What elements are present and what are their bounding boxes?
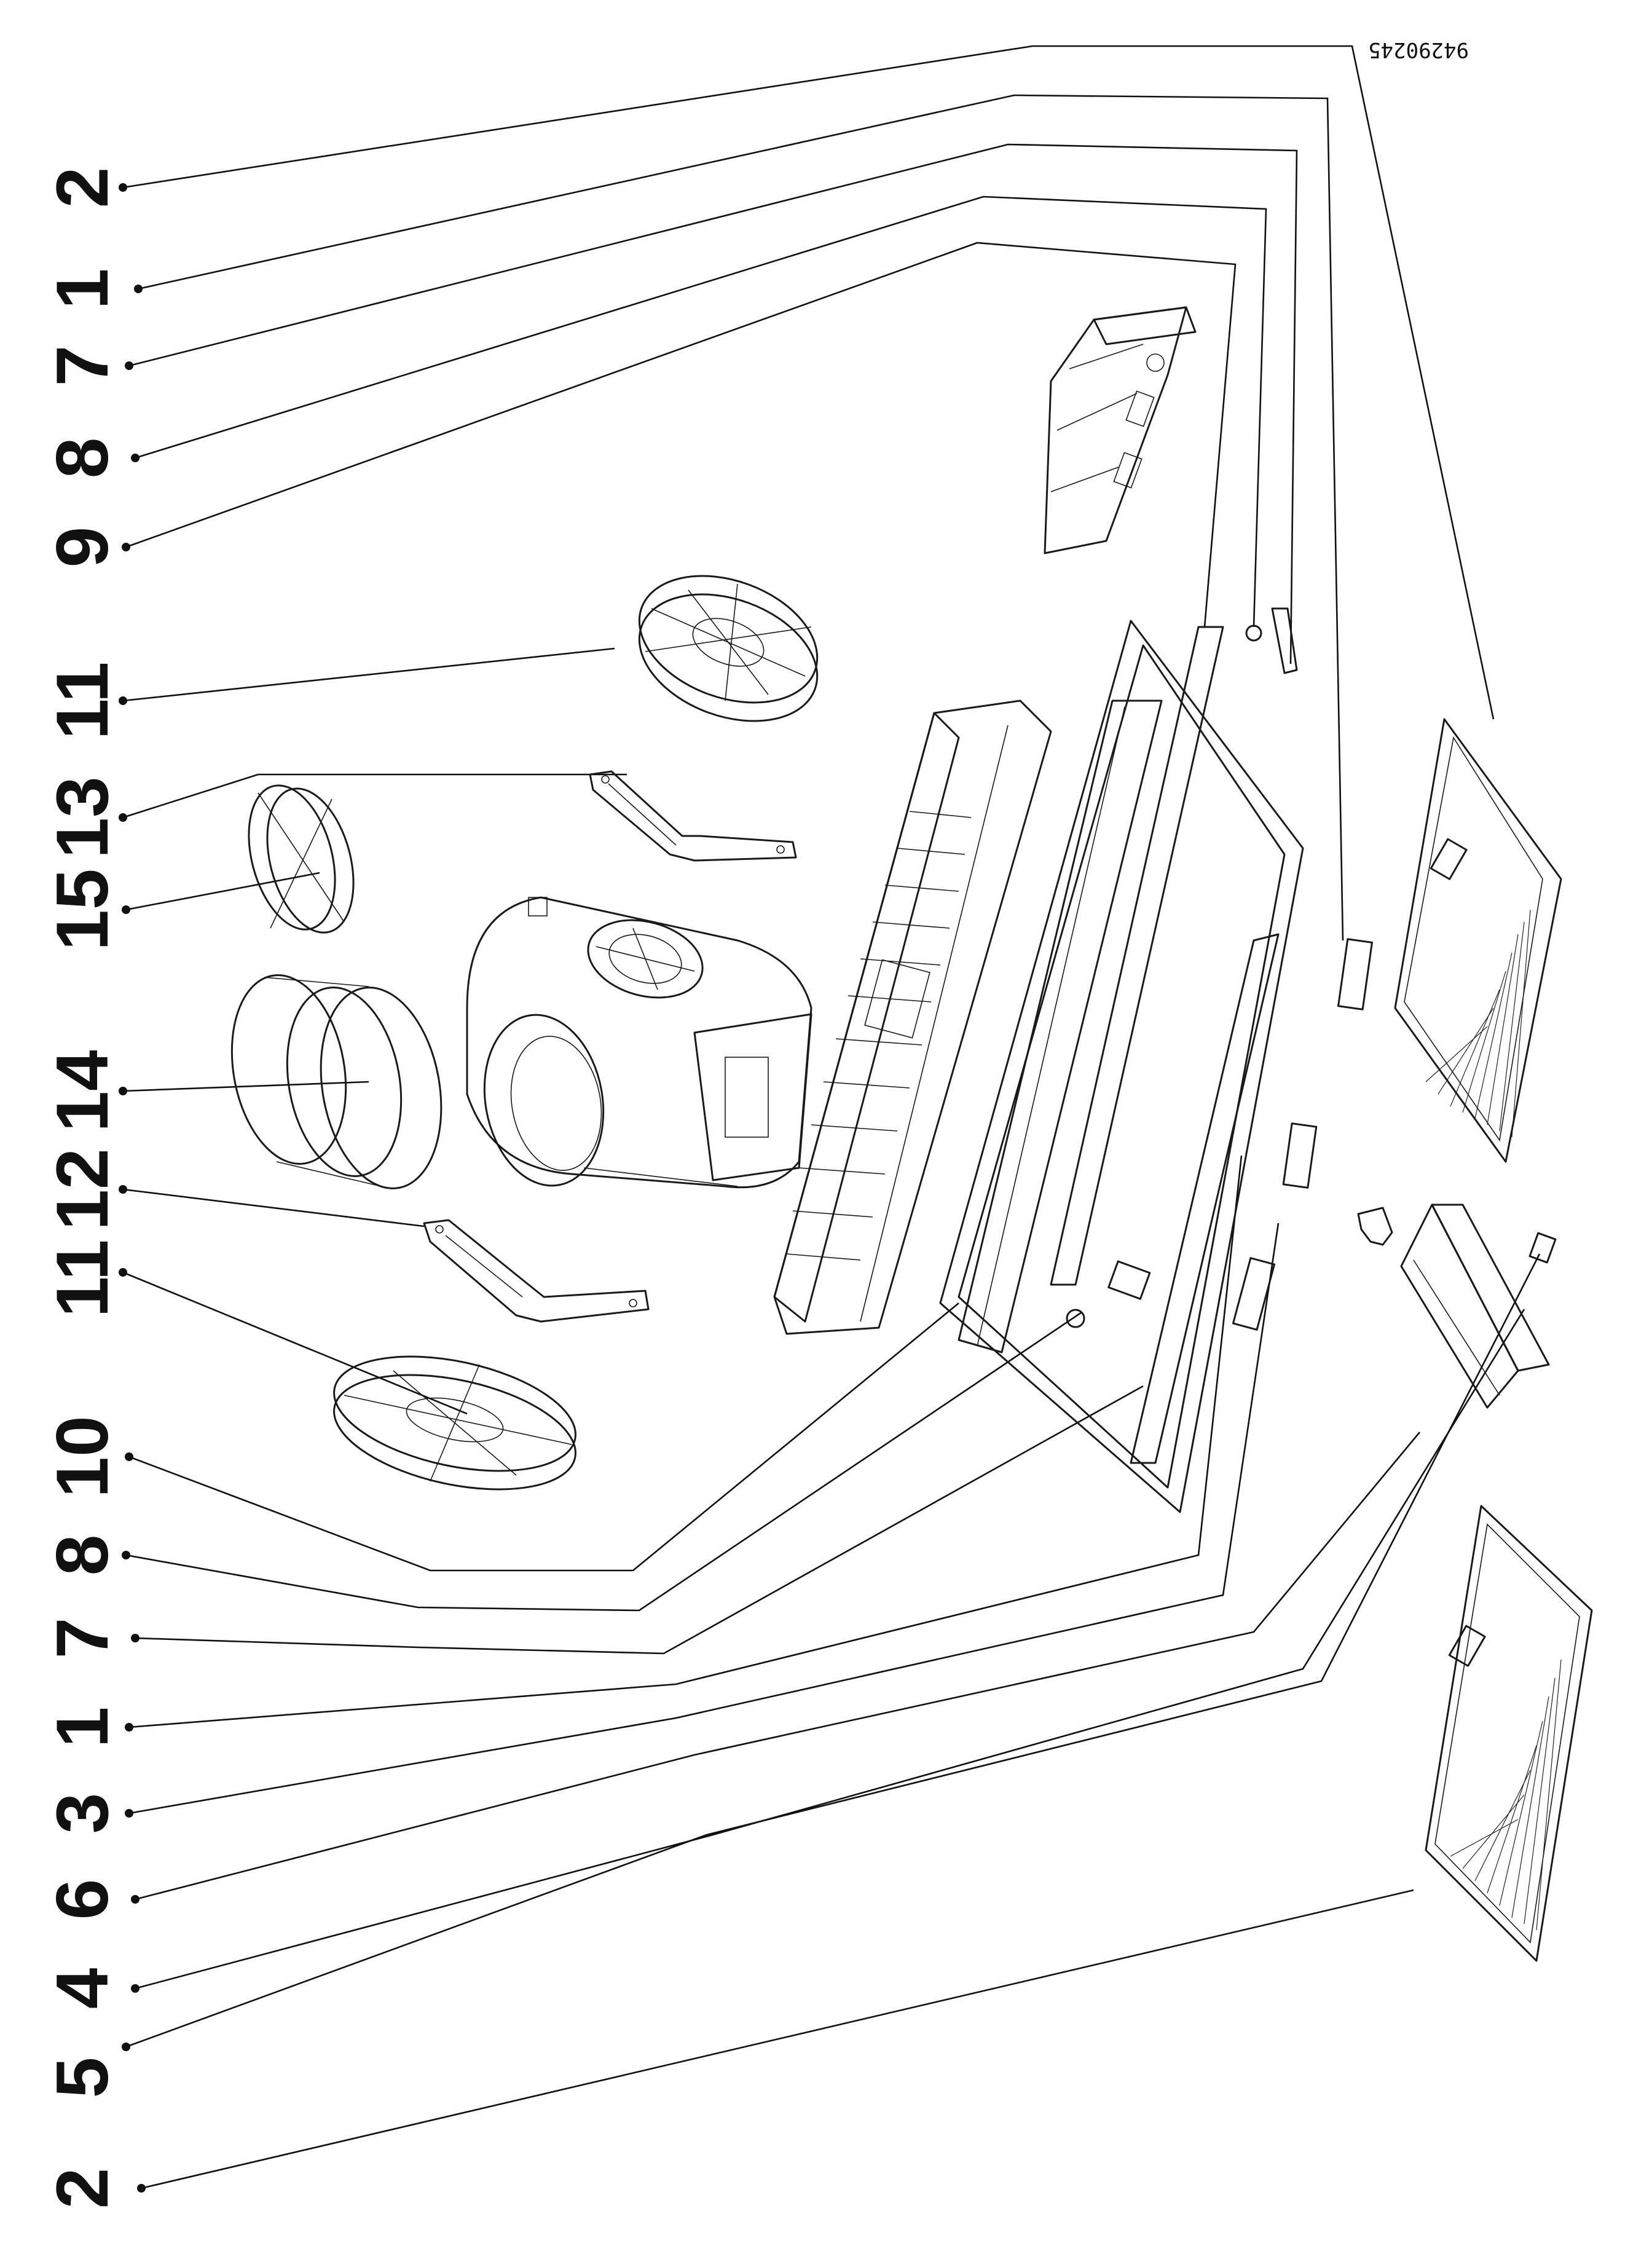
callout-6: 6 bbox=[41, 1879, 124, 1920]
callout-14: 14 bbox=[41, 1050, 124, 1132]
blower-motor-icon bbox=[466, 896, 812, 1189]
callout-5: 5 bbox=[41, 2057, 124, 2098]
duct-connector-14-icon bbox=[230, 974, 442, 1189]
light-module-icon bbox=[1044, 306, 1197, 554]
callout-1-bottom: 1 bbox=[41, 1707, 124, 1748]
leader-dots bbox=[119, 183, 146, 2193]
callout-2-bottom: 2 bbox=[41, 2168, 124, 2209]
connector-icon bbox=[1357, 1207, 1393, 1246]
clip-1-icon bbox=[1232, 1257, 1276, 1331]
clip-6-icon bbox=[1282, 1122, 1318, 1189]
callout-11-top: 11 bbox=[41, 662, 124, 740]
callout-13: 13 bbox=[41, 776, 124, 858]
outer-frame-icon bbox=[939, 620, 1304, 1513]
callout-9: 9 bbox=[41, 527, 124, 568]
callout-7-bottom: 7 bbox=[41, 1618, 124, 1659]
callout-4: 4 bbox=[41, 1968, 124, 2009]
callout-12: 12 bbox=[41, 1148, 124, 1230]
callout-3: 3 bbox=[41, 1793, 124, 1834]
grease-filter-top-icon bbox=[1394, 718, 1562, 1163]
bracket-12-icon bbox=[423, 1219, 650, 1323]
screw-icon bbox=[1245, 625, 1262, 642]
fan-guard-bottom-icon bbox=[333, 1355, 576, 1491]
duct-ring-15-icon bbox=[248, 784, 355, 934]
document-code: 94290245 bbox=[1368, 37, 1469, 62]
callout-2-top: 2 bbox=[41, 167, 124, 208]
clip-icon bbox=[1271, 607, 1298, 674]
callout-8-bottom: 8 bbox=[41, 1535, 124, 1576]
control-board-icon bbox=[1400, 1204, 1557, 1409]
callout-8-top: 8 bbox=[41, 438, 124, 479]
callout-10: 10 bbox=[41, 1416, 124, 1497]
callout-7-top: 7 bbox=[41, 345, 124, 387]
bracket-13-icon bbox=[589, 770, 797, 862]
grease-filter-bottom-icon bbox=[1425, 1505, 1593, 1962]
filter-mesh-top bbox=[1425, 909, 1531, 1138]
callout-numbers: 2 1 7 8 9 11 13 15 14 12 11 10 8 7 1 3 6… bbox=[41, 167, 124, 2209]
callout-1-top: 1 bbox=[41, 269, 124, 310]
filter-mesh-bottom bbox=[1450, 1659, 1562, 1931]
callout-15: 15 bbox=[41, 869, 124, 950]
clip-3-icon bbox=[1337, 938, 1373, 1011]
callout-11-bottom: 11 bbox=[41, 1240, 124, 1318]
fan-guard-top-icon bbox=[638, 575, 819, 722]
leader-lines bbox=[122, 45, 1541, 2189]
hood-chassis-icon bbox=[773, 699, 1052, 1335]
